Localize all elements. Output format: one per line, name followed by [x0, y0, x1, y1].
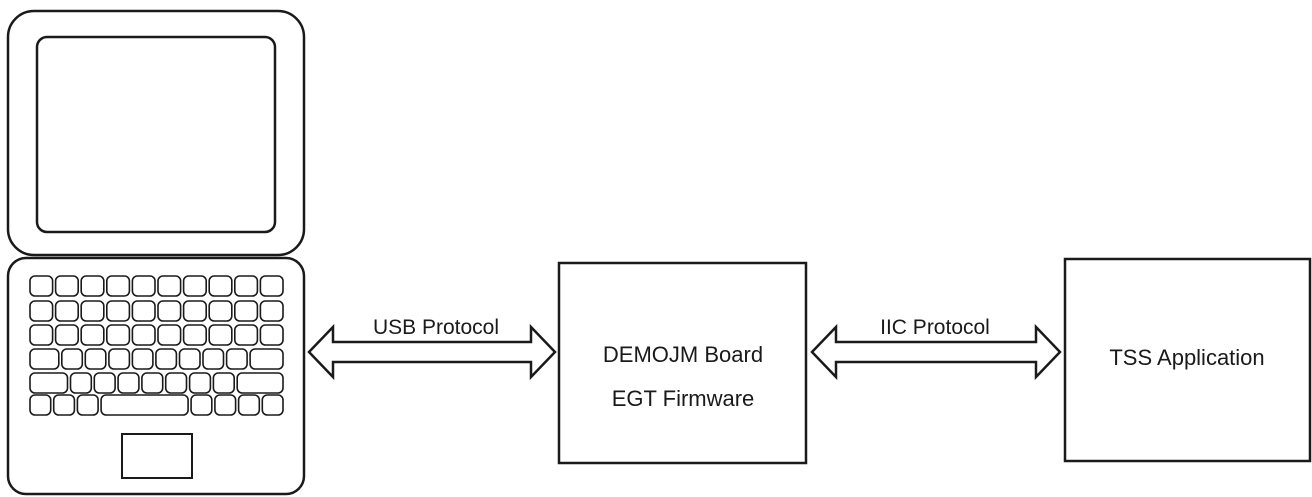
- demojm-board-box: [557, 261, 808, 465]
- keyboard-key: [80, 324, 105, 346]
- keyboard-key: [234, 300, 259, 322]
- egt-firmware-label: EGT Firmware: [612, 386, 755, 411]
- keyboard-key: [76, 394, 99, 416]
- keyboard-key: [106, 275, 131, 297]
- tss-application-label: TSS Application: [1109, 345, 1264, 370]
- keyboard-key: [131, 275, 156, 297]
- laptop-icon: [6, 9, 306, 496]
- keyboard-key: [212, 372, 235, 394]
- keyboard-key: [29, 275, 54, 297]
- keyboard-key: [106, 324, 131, 346]
- keyboard-key: [182, 300, 208, 322]
- usb-connection-arrow: [307, 323, 557, 381]
- keyboard-key: [208, 275, 233, 297]
- keyboard-key: [100, 394, 189, 416]
- laptop-touchpad: [121, 433, 193, 479]
- keyboard-key: [259, 324, 284, 346]
- laptop-base: [6, 256, 306, 496]
- keyboard-key: [157, 275, 182, 297]
- usb-protocol-label: USB Protocol: [373, 316, 499, 339]
- keyboard-key: [54, 275, 79, 297]
- keyboard-key: [259, 275, 284, 297]
- laptop-lid: [6, 9, 306, 257]
- keyboard-key: [80, 300, 105, 322]
- keyboard-key: [141, 372, 164, 394]
- keyboard-key: [157, 324, 182, 346]
- demojm-board-label: DEMOJM Board: [603, 342, 763, 367]
- laptop-keyboard: [29, 275, 284, 416]
- keyboard-key: [29, 324, 54, 346]
- keyboard-key: [69, 372, 93, 394]
- keyboard-key: [234, 324, 259, 346]
- keyboard-key: [249, 348, 284, 370]
- laptop-screen: [35, 35, 277, 234]
- keyboard-key: [54, 300, 79, 322]
- keyboard-key: [131, 348, 154, 370]
- keyboard-key: [80, 275, 105, 297]
- keyboard-key: [29, 348, 60, 370]
- keyboard-key: [108, 348, 131, 370]
- keyboard-key: [202, 348, 225, 370]
- keyboard-key: [84, 348, 107, 370]
- keyboard-key: [259, 300, 284, 322]
- keyboard-key: [237, 394, 261, 416]
- keyboard-key: [208, 300, 233, 322]
- keyboard-key: [29, 300, 54, 322]
- keyboard-key: [131, 300, 156, 322]
- keyboard-key: [236, 372, 284, 394]
- keyboard-key: [29, 372, 69, 394]
- keyboard-key: [117, 372, 140, 394]
- keyboard-key: [234, 275, 259, 297]
- keyboard-key: [214, 394, 237, 416]
- keyboard-key: [131, 324, 156, 346]
- keyboard-key: [93, 372, 116, 394]
- keyboard-key: [52, 394, 76, 416]
- keyboard-key: [60, 348, 84, 370]
- iic-connection-arrow: [810, 323, 1062, 381]
- keyboard-key: [157, 300, 182, 322]
- keyboard-key: [261, 394, 284, 416]
- tss-application-box: [1063, 257, 1312, 463]
- keyboard-key: [106, 300, 131, 322]
- keyboard-key: [164, 372, 188, 394]
- keyboard-key: [155, 348, 178, 370]
- keyboard-key: [182, 324, 208, 346]
- iic-protocol-label: IIC Protocol: [880, 316, 990, 339]
- keyboard-key: [29, 394, 52, 416]
- keyboard-key: [178, 348, 201, 370]
- keyboard-key: [208, 324, 233, 346]
- keyboard-key: [188, 372, 212, 394]
- keyboard-key: [225, 348, 248, 370]
- keyboard-key: [182, 275, 208, 297]
- keyboard-key: [190, 394, 213, 416]
- keyboard-key: [54, 324, 79, 346]
